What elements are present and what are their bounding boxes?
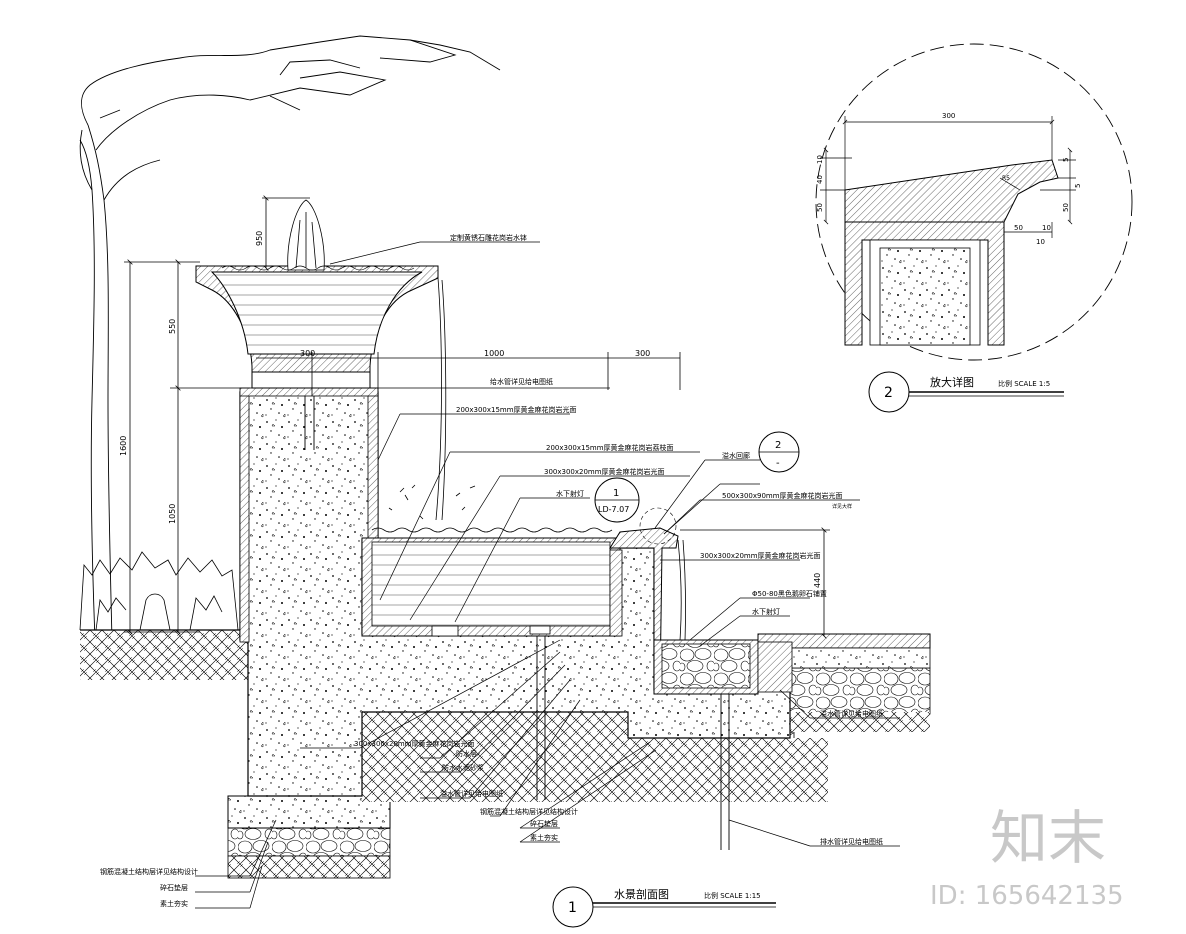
callout-bl-6: 碎石垫层	[530, 819, 558, 828]
detail-dim-10c: 10	[1036, 238, 1045, 246]
pool-soil-bed	[362, 712, 628, 802]
callout-bl-5: 钢筋混凝土结构层详见结构设计	[480, 807, 578, 816]
right-pavement-base	[789, 647, 931, 669]
callout-bl-7: 素土夯实	[530, 833, 558, 842]
column-cladding-right	[367, 391, 379, 541]
column-cap	[239, 387, 379, 397]
callout-texts: 定制黄锈石雕花岗岩水钵 给水管详见给电图纸 200x300x15mm厚黄金麻花岗…	[100, 233, 883, 908]
foundation-gravel	[227, 825, 391, 857]
dim-1050: 1050	[168, 504, 177, 524]
overflow-wall-liner	[609, 549, 623, 637]
callout-overflow: 溢水回廊	[722, 451, 750, 460]
dim-300-basin: 300	[300, 349, 315, 358]
detail-dim-50c: 50	[1014, 224, 1023, 232]
dim-1000: 1000	[484, 349, 504, 358]
callout-ll-3: 素土夯实	[160, 899, 188, 908]
leader-lines	[195, 241, 900, 909]
fountain-jet	[287, 199, 325, 271]
dimension-texts: 950 550 1600 1050 300 1000 300 440	[119, 231, 822, 588]
detail-title-text: 放大详图	[930, 375, 974, 389]
section-title-scale: 比例 SCALE 1:15	[704, 891, 761, 900]
detail-dim-50b: 50	[1062, 203, 1070, 212]
detail-view: 300 10 40 50 5 5 50 50 10 10 R5	[815, 43, 1133, 361]
pool-soil-right	[790, 712, 930, 732]
dim-1600: 1600	[119, 436, 128, 456]
section-title-text: 水景剖面图	[614, 887, 669, 901]
ref-bubble-ld707: 1 LD-7.07	[594, 477, 640, 523]
ref-bubble-number: 1	[613, 488, 619, 499]
section-title-block: 1 水景剖面图 比例 SCALE 1:15	[552, 886, 776, 928]
pool-gravel-bed-right	[789, 667, 931, 715]
lower-trough-inner	[661, 643, 751, 689]
waterfall	[388, 277, 686, 641]
callout-ll-1: 钢筋混凝土结构层详见结构设计	[100, 867, 198, 876]
detail-title-number: 2	[884, 385, 893, 401]
dim-440: 440	[813, 573, 822, 588]
pipes	[304, 396, 730, 850]
shrub-sketch	[79, 551, 239, 631]
upper-pool-water	[371, 541, 611, 627]
water-surface	[371, 527, 613, 533]
detail-dim-5b: 5	[1074, 184, 1082, 188]
bowl-water-ripples	[221, 265, 415, 271]
callout-light-a: 水下射灯	[556, 489, 584, 498]
callout-stone-d: 300x300x20mm厚黄金麻花岗岩光面	[700, 551, 821, 560]
drain-fitting	[431, 625, 459, 637]
detail-dim-40: 40	[816, 175, 824, 184]
detail-ref-bubble: 2 -	[639, 431, 800, 545]
detail-ref-sub: -	[776, 458, 780, 469]
detail-title-scale: 比例 SCALE 1:5	[998, 379, 1050, 388]
column-cladding-left	[239, 391, 250, 643]
callout-coping-b: 详见大样	[832, 503, 852, 510]
callout-stone-c: 300x300x20mm厚黄金麻花岗岩光面	[544, 467, 665, 476]
callout-ll-2: 碎石垫层	[160, 883, 188, 892]
callout-light-b: 水下射灯	[752, 607, 780, 616]
callout-stone-b: 200x300x15mm厚黄金麻花岗岩荔枝面	[546, 443, 674, 452]
foundation-soil	[227, 855, 391, 879]
watermark-brand: 知末	[990, 804, 1106, 872]
pool-soil-bed-right	[628, 738, 828, 802]
section-title-number: 1	[568, 900, 577, 916]
callout-pipe: 给水管详见给电图纸	[490, 377, 553, 386]
watermark-id: ID: 165642135	[930, 881, 1124, 911]
detail-dim-50a: 50	[816, 203, 824, 212]
callout-coping: 500x300x90mm厚黄金麻花岗岩光面	[722, 491, 843, 500]
callout-bowl: 定制黄锈石雕花岗岩水钵	[450, 233, 527, 242]
detail-title-block: 2 放大详图 比例 SCALE 1:5	[868, 371, 1064, 413]
detail-dim-5a: 5	[1062, 158, 1070, 162]
callout-drain-r2: 排水管详见给电图纸	[820, 837, 883, 846]
detail-ref-number: 2	[775, 440, 781, 451]
dim-550: 550	[168, 319, 177, 334]
detail-dim-10a: 10	[816, 155, 824, 164]
overflow-coping	[609, 527, 679, 691]
callout-bl-4: 溢水管详见给电图纸	[440, 789, 503, 798]
detail-dim-radius: R5	[1002, 175, 1010, 182]
drain-fitting-2	[529, 625, 551, 635]
callout-bl-2: 防水层	[456, 749, 477, 758]
dim-950: 950	[255, 231, 264, 246]
ref-bubble-code: LD-7.07	[598, 505, 629, 514]
detail-dim-300: 300	[942, 112, 955, 120]
callout-drain-r1: 溢水管详见给电图纸	[820, 709, 883, 718]
ground-weave-left	[80, 630, 250, 680]
callout-bl-3: 防水水泥砂浆	[442, 763, 484, 772]
right-curb	[757, 641, 793, 693]
callout-bl-1: 300x300x20mm厚黄金麻花岗岩光面	[354, 739, 475, 748]
dimension-lines	[124, 195, 830, 639]
callout-pebble: Φ50-80黑色鹅卵石铺置	[752, 589, 827, 598]
dim-300-edge: 300	[635, 349, 650, 358]
tree-sketch	[79, 35, 501, 641]
detail-dim-10b: 10	[1042, 224, 1051, 232]
callout-stone-a: 200x300x15mm厚黄金麻花岗岩光面	[456, 405, 577, 414]
watermark: 知末 ID: 165642135	[930, 804, 1124, 911]
fountain-bowl	[195, 265, 439, 389]
